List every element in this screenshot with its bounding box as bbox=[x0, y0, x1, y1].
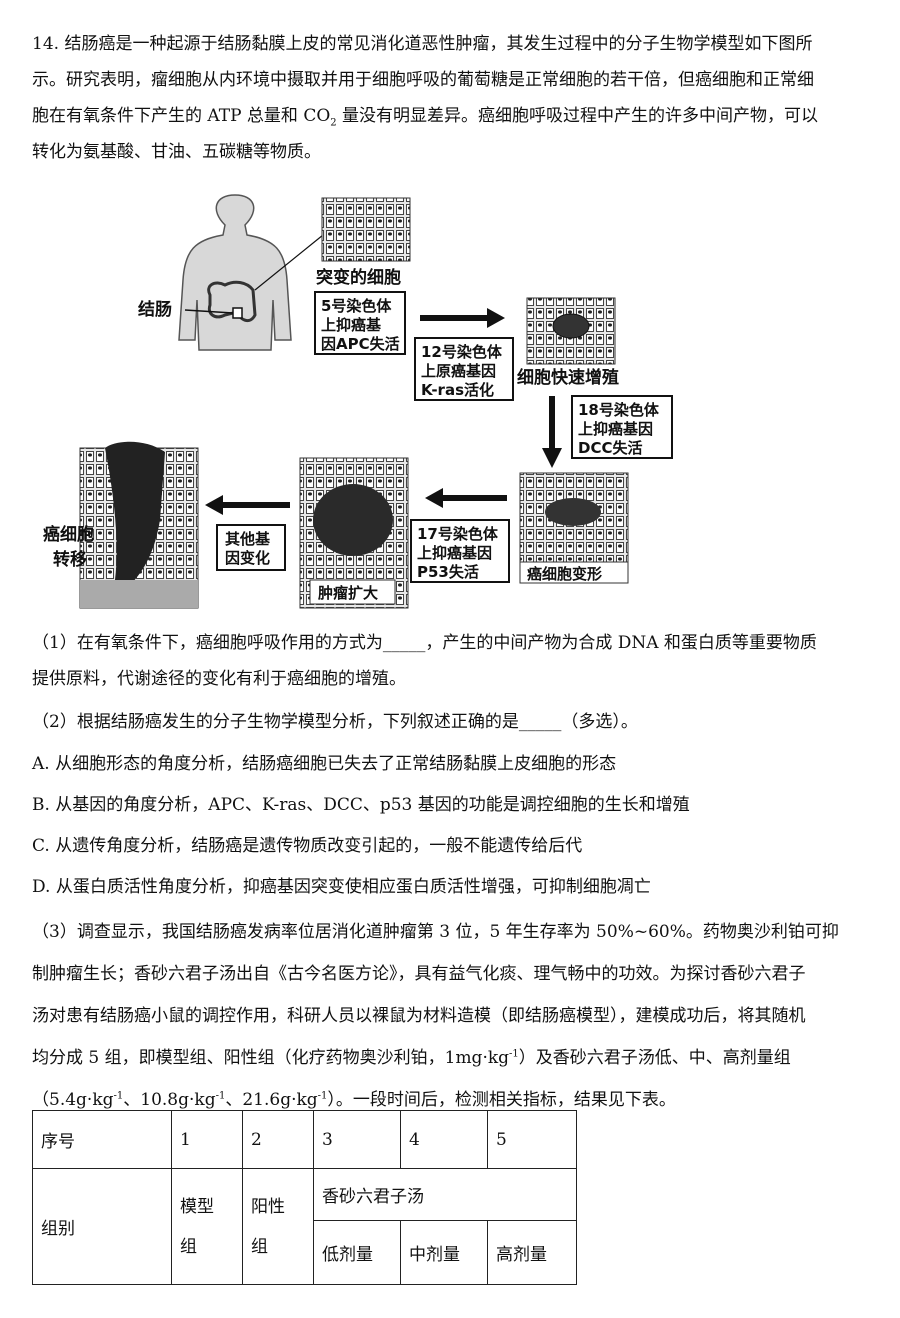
colon-label: 结肠 bbox=[138, 299, 172, 320]
table-cell: 中剂量 bbox=[400, 1220, 488, 1285]
apc-line-2: 上抑癌基 bbox=[321, 316, 382, 334]
q3-line-3: 汤对患有结肠癌小鼠的调控作用，科研人员以裸鼠为材料造模（即结肠癌模型），建模成功… bbox=[32, 1006, 806, 1026]
dcc-line-1: 18号染色体 bbox=[578, 401, 660, 419]
intro-line-4: 转化为氨基酸、甘油、五碳糖等物质。 bbox=[32, 142, 321, 162]
rapid-growth-label: 细胞快速增殖 bbox=[517, 367, 619, 388]
intro-line-3: 胞在有氧条件下产生的 ATP 总量和 CO2 量没有明显差异。癌细胞呼吸过程中产… bbox=[32, 106, 819, 129]
table-cell: 高剂量 bbox=[487, 1220, 577, 1285]
table-cell: 5 bbox=[487, 1110, 577, 1169]
apc-box bbox=[314, 291, 406, 355]
human-torso-illustration bbox=[178, 194, 292, 351]
q1-line-2: 提供原料，代谢途径的变化有利于癌细胞的增殖。 bbox=[32, 669, 406, 689]
table-cell: 3 bbox=[313, 1110, 401, 1169]
kras-line-1: 12号染色体 bbox=[421, 343, 503, 361]
results-table: 序号 1 2 3 4 5 组别 模型组 阳性组 香砂六君子汤 低剂量 中剂量 高… bbox=[32, 1110, 577, 1285]
table-cell: 4 bbox=[400, 1110, 488, 1169]
table-row: 低剂量 中剂量 高剂量 bbox=[33, 1220, 577, 1285]
table-cell: 1 bbox=[171, 1110, 243, 1169]
question-1: （1）在有氧条件下，癌细胞呼吸作用的方式为_____，产生的中间产物为合成 DN… bbox=[32, 625, 882, 697]
metastasis-line-1: 癌细胞 bbox=[43, 524, 94, 545]
dcc-box bbox=[571, 395, 673, 459]
tumor-label: 肿瘤扩大 bbox=[318, 584, 378, 602]
table-cell: 阳性组 bbox=[242, 1168, 314, 1285]
intro-line-1: 14. 结肠癌是一种起源于结肠黏膜上皮的常见消化道恶性肿瘤，其发生过程中的分子生… bbox=[32, 34, 813, 54]
intro-paragraph: 14. 结肠癌是一种起源于结肠黏膜上皮的常见消化道恶性肿瘤，其发生过程中的分子生… bbox=[32, 26, 872, 170]
dcc-line-3: DCC失活 bbox=[578, 439, 642, 457]
table-cell: 低剂量 bbox=[313, 1220, 401, 1285]
kras-line-3: K-ras活化 bbox=[421, 381, 494, 399]
q3-line-1: （3）调查显示，我国结肠癌发病率位居消化道肿瘤第 3 位，5 年生存率为 50%… bbox=[32, 922, 839, 942]
question-3: （3）调查显示，我国结肠癌发病率位居消化道肿瘤第 3 位，5 年生存率为 50%… bbox=[32, 911, 882, 1121]
metastasis-line-2: 转移 bbox=[53, 549, 87, 570]
q3-line-4: 均分成 5 组，即模型组、阳性组（化疗药物奥沙利铂，1mg·kg-1）及香砂六君… bbox=[32, 1048, 791, 1068]
table-cell: 2 bbox=[242, 1110, 314, 1169]
p53-line-1: 17号染色体 bbox=[417, 525, 499, 543]
deform-label: 癌细胞变形 bbox=[527, 565, 602, 583]
p53-box bbox=[410, 519, 510, 583]
colon-cancer-model-figure: 结肠 突变的细胞 5号染色体 上抑癌基 因APC失活 细胞快速增殖 12号染色体… bbox=[43, 194, 673, 609]
q2-option-d: D. 从蛋白质活性角度分析，抑癌基因突变使相应蛋白质活性增强，可抑制细胞凋亡 bbox=[32, 877, 651, 897]
q2-option-a: A. 从细胞形态的角度分析，结肠癌细胞已失去了正常结肠黏膜上皮细胞的形态 bbox=[32, 754, 617, 774]
table-row: 序号 1 2 3 4 5 bbox=[32, 1110, 577, 1169]
mutated-cell-label: 突变的细胞 bbox=[316, 267, 401, 288]
other-line-1: 其他基 bbox=[225, 530, 271, 548]
q2-option-b: B. 从基因的角度分析，APC、K-ras、DCC、p53 基因的功能是调控细胞… bbox=[32, 795, 690, 815]
p53-line-2: 上抑癌基因 bbox=[417, 544, 492, 562]
table-cell: 组别 bbox=[32, 1168, 172, 1285]
other-line-2: 因变化 bbox=[225, 549, 270, 567]
q3-line-2: 制肿瘤生长；香砂六君子汤出自《古今名医方论》，具有益气化痰、理气畅中的功效。为探… bbox=[32, 964, 806, 984]
table-row: 组别 模型组 阳性组 香砂六君子汤 bbox=[32, 1168, 577, 1285]
kras-line-2: 上原癌基因 bbox=[421, 362, 496, 380]
q1-line-1: （1）在有氧条件下，癌细胞呼吸作用的方式为_____，产生的中间产物为合成 DN… bbox=[32, 633, 817, 653]
dcc-line-2: 上抑癌基因 bbox=[578, 420, 653, 438]
pointer-line bbox=[254, 234, 324, 291]
p53-line-3: P53失活 bbox=[417, 563, 479, 581]
apc-line-3: 因APC失活 bbox=[321, 335, 400, 353]
q2-option-c: C. 从遗传角度分析，结肠癌是遗传物质改变引起的，一般不能遗传给后代 bbox=[32, 836, 583, 856]
other-genes-box bbox=[216, 524, 286, 571]
intro-line-2: 示。研究表明，瘤细胞从内环境中摄取并用于细胞呼吸的葡萄糖是正常细胞的若干倍，但癌… bbox=[32, 70, 814, 90]
q3-line-5: （5.4g·kg-1、10.8g·kg-1、21.6g·kg-1）。一段时间后，… bbox=[32, 1090, 676, 1110]
q2-stem: （2）根据结肠癌发生的分子生物学模型分析，下列叙述正确的是_____（多选）。 bbox=[32, 712, 638, 732]
apc-line-1: 5号染色体 bbox=[321, 297, 392, 315]
table-cell: 序号 bbox=[32, 1110, 172, 1169]
table-cell: 模型组 bbox=[171, 1168, 243, 1285]
table-cell: 香砂六君子汤 bbox=[313, 1168, 577, 1221]
mutated-cell-tissue bbox=[321, 197, 411, 262]
kras-box bbox=[414, 337, 514, 401]
question-2: （2）根据结肠癌发生的分子生物学模型分析，下列叙述正确的是_____（多选）。 bbox=[32, 704, 882, 740]
